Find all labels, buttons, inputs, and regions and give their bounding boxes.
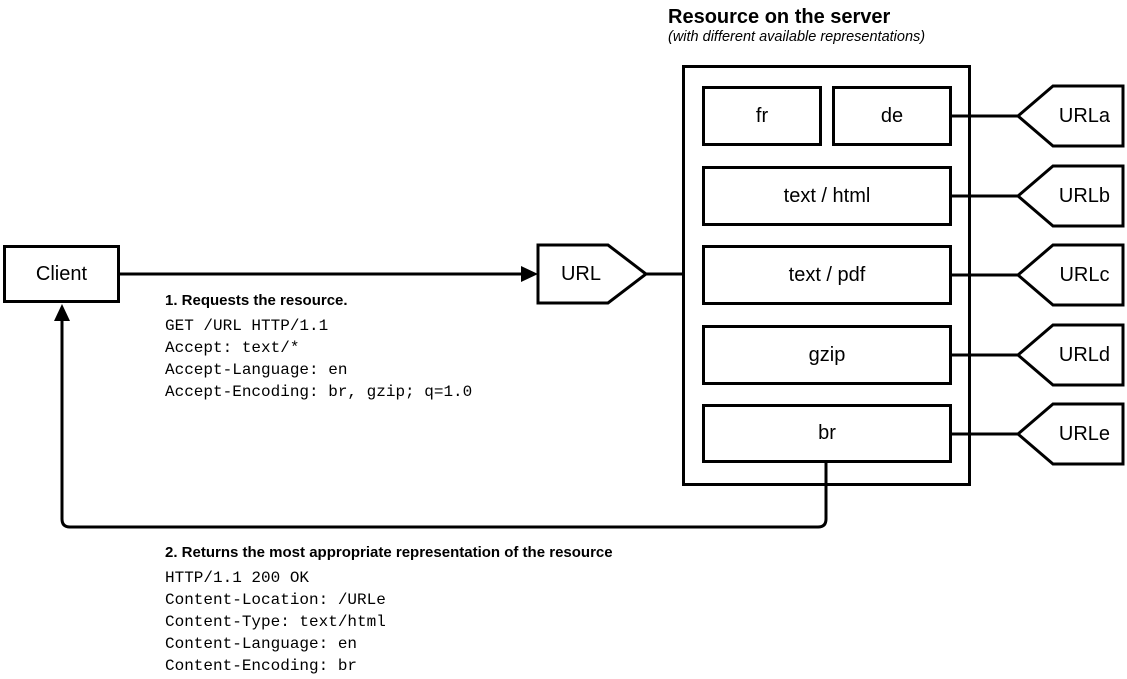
representation-box-gzip: gzip — [702, 325, 952, 385]
response-line: Content-Type: text/html — [165, 613, 386, 631]
url-tag-label-urlc: URLc — [1059, 263, 1110, 286]
response-line: Content-Location: /URLe — [165, 591, 386, 609]
url-tag-shape-urle — [1015, 402, 1125, 466]
url-tag-shape-urlc — [1015, 243, 1125, 307]
request-annotation-title: 1. Requests the resource. — [165, 292, 348, 309]
client-label: Client — [35, 262, 88, 285]
request-annotation: 1. Requests the resource. GET /URL HTTP/… — [165, 292, 472, 403]
url-node-label: URL — [560, 262, 601, 285]
response-line: Content-Language: en — [165, 635, 358, 653]
url-tag-shape-urlb — [1015, 164, 1125, 228]
server-box — [682, 65, 971, 486]
url-tag-label-urld: URLd — [1058, 343, 1111, 366]
response-line: HTTP/1.1 200 OK — [165, 569, 310, 587]
representation-label: text / pdf — [788, 263, 866, 286]
request-line: Accept-Language: en — [165, 361, 348, 379]
representation-label: text / html — [783, 184, 871, 207]
server-title-block: Resource on the server (with different a… — [668, 5, 925, 46]
url-tag-label-urlb: URLb — [1058, 184, 1111, 207]
request-line: GET /URL HTTP/1.1 — [165, 317, 329, 335]
return-arrowhead — [54, 304, 70, 321]
return-path-line — [60, 318, 828, 529]
url-tag-label-urle: URLe — [1058, 422, 1111, 445]
representation-box-text-html: text / html — [702, 166, 952, 226]
request-line: Accept: text/* — [165, 339, 300, 357]
representation-label: fr — [755, 104, 769, 127]
client-box: Client — [3, 245, 120, 303]
request-line: Accept-Encoding: br, gzip; q=1.0 — [165, 383, 473, 401]
response-annotation-title: 2. Returns the most appropriate represen… — [165, 544, 613, 561]
server-subtitle: (with different available representation… — [668, 29, 926, 45]
representation-label: gzip — [808, 343, 846, 366]
representation-box-text-pdf: text / pdf — [702, 245, 952, 305]
representation-box-de: de — [832, 86, 952, 146]
url-pentagon-shape — [536, 243, 649, 305]
request-arrowhead — [521, 266, 538, 282]
representation-label: de — [880, 104, 904, 127]
representation-label: br — [818, 422, 836, 444]
url-tag-label-urla: URLa — [1058, 104, 1111, 127]
representation-box-br: br — [702, 404, 952, 463]
url-tag-shape-urla — [1015, 84, 1125, 148]
response-annotation: 2. Returns the most appropriate represen… — [165, 544, 613, 677]
response-line: Content-Encoding: br — [165, 657, 358, 675]
representation-box-fr: fr — [702, 86, 822, 146]
server-title: Resource on the server — [668, 6, 891, 28]
url-tag-shape-urld — [1015, 323, 1125, 387]
